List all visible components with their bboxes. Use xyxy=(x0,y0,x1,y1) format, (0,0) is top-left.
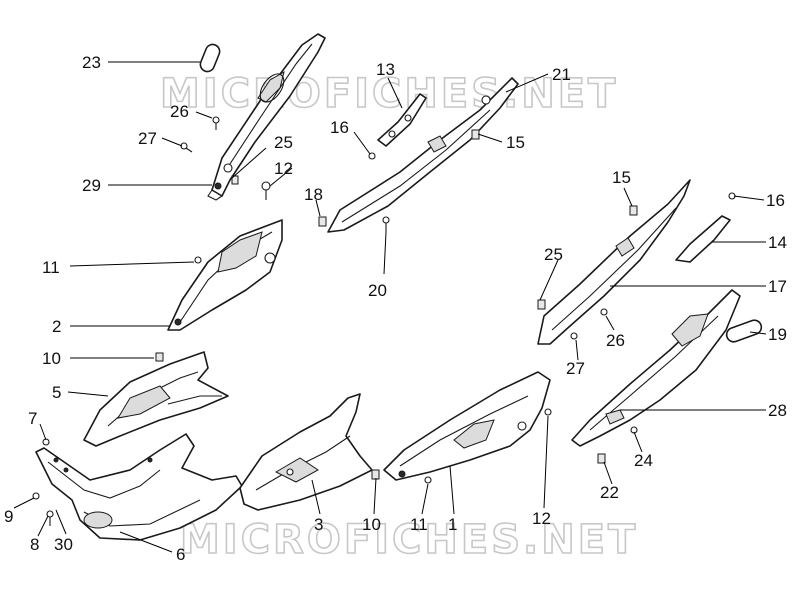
callout-10b: 10 xyxy=(362,515,381,534)
callout-12b: 12 xyxy=(532,509,551,528)
callout-3: 3 xyxy=(314,515,323,534)
callout-1: 1 xyxy=(448,515,457,534)
part-3-center-panel xyxy=(239,393,373,511)
callout-22: 22 xyxy=(600,483,619,502)
callout-5: 5 xyxy=(52,383,61,402)
leader-lines xyxy=(13,61,767,553)
callout-27: 27 xyxy=(138,129,157,148)
callout-27b: 27 xyxy=(566,359,585,378)
callout-17: 17 xyxy=(768,277,787,296)
watermark-top: MICROFICHES.NET xyxy=(160,71,618,117)
callout-13: 13 xyxy=(376,60,395,79)
hardware xyxy=(32,116,736,526)
callout-16: 16 xyxy=(330,118,349,137)
callout-15: 15 xyxy=(506,133,525,152)
callout-11: 11 xyxy=(42,258,60,277)
callout-12: 12 xyxy=(274,159,293,178)
part-28-right-lower-panel xyxy=(571,289,741,447)
part-17-right-panel xyxy=(537,179,731,345)
callout-15b: 15 xyxy=(612,168,631,187)
callout-26b: 26 xyxy=(606,331,625,350)
part-6-lower-fairing xyxy=(35,433,243,541)
callout-18: 18 xyxy=(304,185,323,204)
callout-26: 26 xyxy=(170,102,189,121)
part-5-side-panel xyxy=(83,351,229,447)
callout-10: 10 xyxy=(42,349,61,368)
callout-8: 8 xyxy=(30,535,39,554)
callout-11b: 11 xyxy=(410,515,428,534)
callout-labels: 23 26 27 25 29 13 21 16 15 12 18 20 11 2… xyxy=(4,53,787,564)
callout-7: 7 xyxy=(28,409,37,428)
part-2-side-panel xyxy=(167,219,283,331)
callout-29: 29 xyxy=(82,176,101,195)
callout-14: 14 xyxy=(768,233,787,252)
part-1-side-cover xyxy=(383,371,551,481)
callout-30: 30 xyxy=(54,535,73,554)
callout-19: 19 xyxy=(768,325,787,344)
callout-28: 28 xyxy=(768,401,787,420)
callout-25: 25 xyxy=(274,133,293,152)
callout-6: 6 xyxy=(176,545,185,564)
callout-23: 23 xyxy=(82,53,101,72)
callout-2: 2 xyxy=(52,317,61,336)
callout-16b: 16 xyxy=(766,191,785,210)
callout-25b: 25 xyxy=(544,245,563,264)
callout-21: 21 xyxy=(552,65,571,84)
part-upper-left-rail xyxy=(207,33,326,201)
watermark-bottom: MICROFICHES.NET xyxy=(180,517,638,563)
callout-20: 20 xyxy=(368,281,387,300)
callout-9: 9 xyxy=(4,507,13,526)
callout-24: 24 xyxy=(634,451,653,470)
part-19-grip-pad xyxy=(725,319,763,343)
part-upper-middle-rail xyxy=(327,77,519,233)
part-23-grip-pad xyxy=(199,43,221,73)
